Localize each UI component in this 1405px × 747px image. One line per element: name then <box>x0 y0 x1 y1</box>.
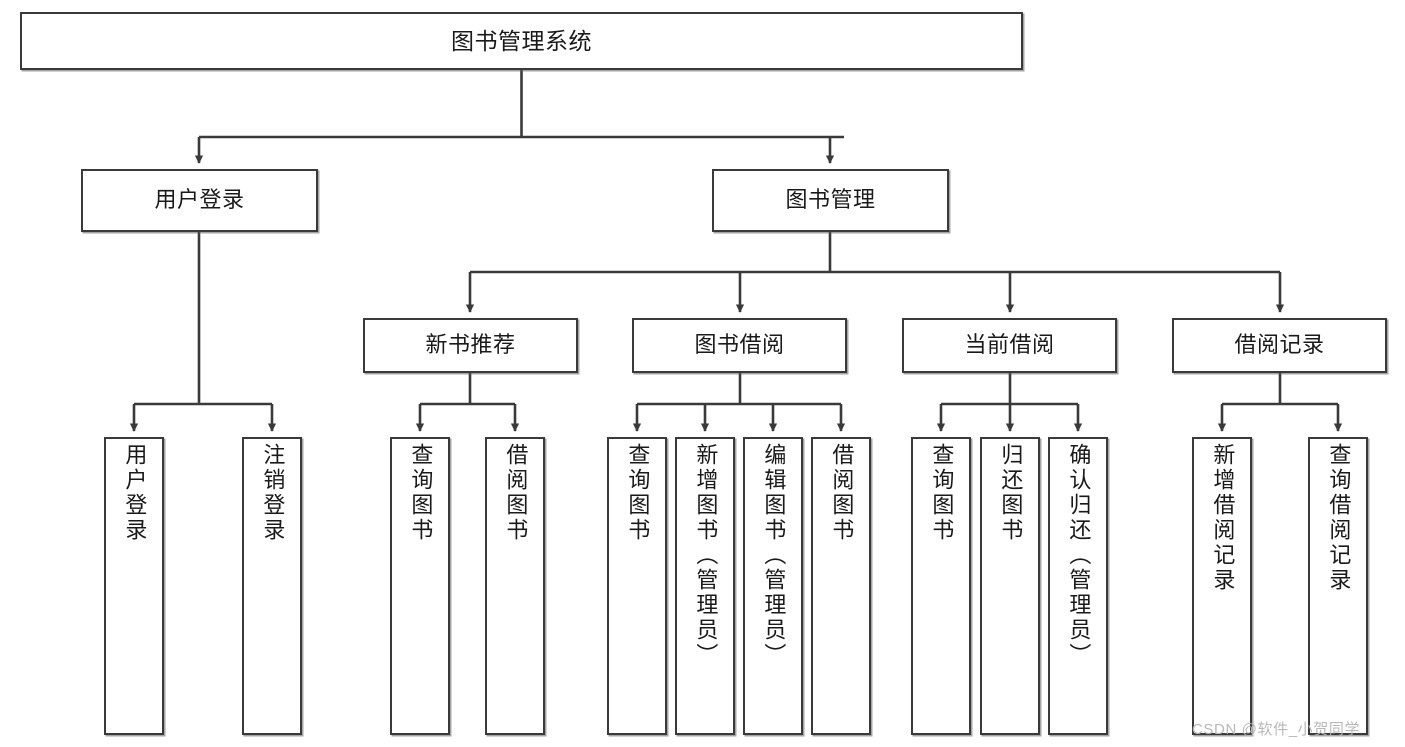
node-leaf-current-query-book[interactable]: 查询图书 <box>911 437 971 735</box>
node-root-system[interactable]: 图书管理系统 <box>20 12 1023 70</box>
node-leaf-user-logout[interactable]: 注销登录 <box>242 437 302 735</box>
node-book-management[interactable]: 图书管理 <box>712 169 949 232</box>
node-user-login[interactable]: 用户登录 <box>81 169 318 232</box>
node-label: 归还图书 <box>998 443 1024 543</box>
watermark: CSDN @软件_小贺同学 <box>1192 721 1361 738</box>
node-label: 用户登录 <box>154 187 245 213</box>
node-label: 新增借阅记录 <box>1210 443 1236 593</box>
node-leaf-borrow-query-book[interactable]: 查询图书 <box>607 437 667 735</box>
node-leaf-borrow-add-book[interactable]: 新增图书（管理员） <box>675 437 735 735</box>
node-leaf-user-login[interactable]: 用户登录 <box>104 437 164 735</box>
node-borrow-record[interactable]: 借阅记录 <box>1172 318 1387 373</box>
node-new-book-recommend[interactable]: 新书推荐 <box>363 318 578 373</box>
node-label: 查询图书 <box>408 443 434 543</box>
node-label: 图书借阅 <box>694 332 785 358</box>
node-label: 借阅记录 <box>1234 332 1325 358</box>
node-leaf-newbook-query-book[interactable]: 查询图书 <box>390 437 450 735</box>
node-book-borrow[interactable]: 图书借阅 <box>632 318 847 373</box>
node-leaf-borrow-edit-book[interactable]: 编辑图书（管理员） <box>743 437 803 735</box>
node-label: 查询借阅记录 <box>1326 443 1352 593</box>
node-label: 当前借阅 <box>964 332 1055 358</box>
node-label: 借阅图书 <box>829 443 855 543</box>
node-label: 图书管理系统 <box>451 27 592 54</box>
node-label: 图书管理 <box>785 187 876 213</box>
node-label: 新书推荐 <box>425 332 516 358</box>
node-leaf-record-query[interactable]: 查询借阅记录 <box>1308 437 1368 735</box>
node-current-borrow[interactable]: 当前借阅 <box>902 318 1117 373</box>
node-label: 查询图书 <box>625 443 651 543</box>
node-label: 编辑图书（管理员） <box>761 443 787 668</box>
node-label: 借阅图书 <box>503 443 529 543</box>
node-label: 新增图书（管理员） <box>693 443 719 668</box>
node-leaf-current-return-book[interactable]: 归还图书 <box>980 437 1040 735</box>
node-label: 确认归还（管理员） <box>1066 443 1092 668</box>
node-label: 查询图书 <box>929 443 955 543</box>
node-leaf-borrow-borrow-book[interactable]: 借阅图书 <box>811 437 871 735</box>
node-label: 注销登录 <box>260 443 286 543</box>
node-leaf-newbook-borrow-book[interactable]: 借阅图书 <box>485 437 545 735</box>
node-leaf-record-add[interactable]: 新增借阅记录 <box>1192 437 1252 735</box>
node-label: 用户登录 <box>122 443 148 543</box>
node-leaf-current-confirm-return[interactable]: 确认归还（管理员） <box>1048 437 1108 735</box>
